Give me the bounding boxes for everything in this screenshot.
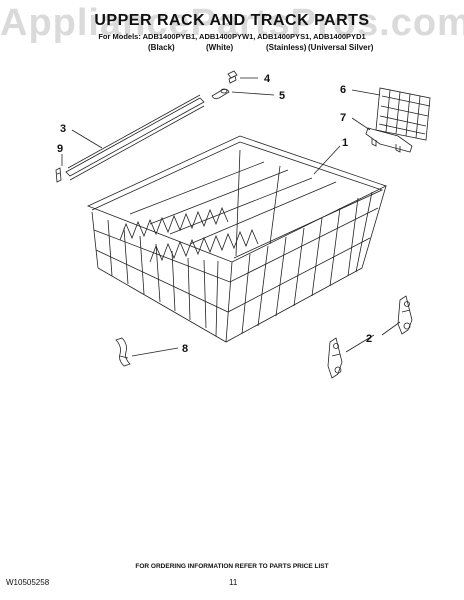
variant-stainless: (Stainless) bbox=[266, 43, 307, 52]
part-2-wheel-bracket-right bbox=[397, 295, 413, 335]
page-title: UPPER RACK AND TRACK PARTS bbox=[94, 12, 370, 29]
leader-line-3 bbox=[71, 129, 103, 149]
callout-5: 5 bbox=[279, 90, 285, 102]
leader-line-7 bbox=[351, 117, 371, 131]
part-1-upper-rack bbox=[86, 135, 388, 343]
leader-line-1 bbox=[313, 145, 341, 175]
document-id: W10505258 bbox=[6, 578, 50, 587]
leader-line-5 bbox=[231, 91, 275, 96]
part-8-adjuster bbox=[115, 337, 131, 367]
part-2-wheel-bracket-left bbox=[327, 337, 343, 379]
leader-line-6 bbox=[351, 89, 381, 96]
leader-line-2b bbox=[381, 321, 401, 336]
callout-2: 2 bbox=[366, 333, 372, 345]
part-6-tine-row bbox=[375, 87, 431, 141]
variant-white: (White) bbox=[206, 43, 234, 52]
part-9-end-stop bbox=[55, 167, 62, 183]
callout-4: 4 bbox=[264, 73, 271, 85]
callout-3: 3 bbox=[60, 123, 66, 135]
leader-line-8 bbox=[131, 347, 179, 357]
part-7-bracket bbox=[365, 127, 413, 153]
callout-7: 7 bbox=[340, 112, 346, 124]
ordering-note: FOR ORDERING INFORMATION REFER TO PARTS … bbox=[135, 563, 329, 570]
callout-1: 1 bbox=[342, 137, 348, 149]
part-5-roller bbox=[211, 88, 230, 100]
callout-6: 6 bbox=[340, 84, 346, 96]
part-4-clip bbox=[227, 70, 238, 84]
part-3-track-rail bbox=[65, 94, 205, 181]
callout-9: 9 bbox=[57, 143, 63, 155]
page-number: 11 bbox=[229, 578, 238, 587]
variant-black: (Black) bbox=[148, 43, 175, 52]
leader-line-2a bbox=[345, 334, 375, 353]
model-list: For Models: ADB1400PYB1, ADB1400PYW1, AD… bbox=[98, 32, 366, 41]
variant-universal-silver: (Universal Silver) bbox=[308, 43, 374, 52]
callout-8: 8 bbox=[182, 343, 188, 355]
